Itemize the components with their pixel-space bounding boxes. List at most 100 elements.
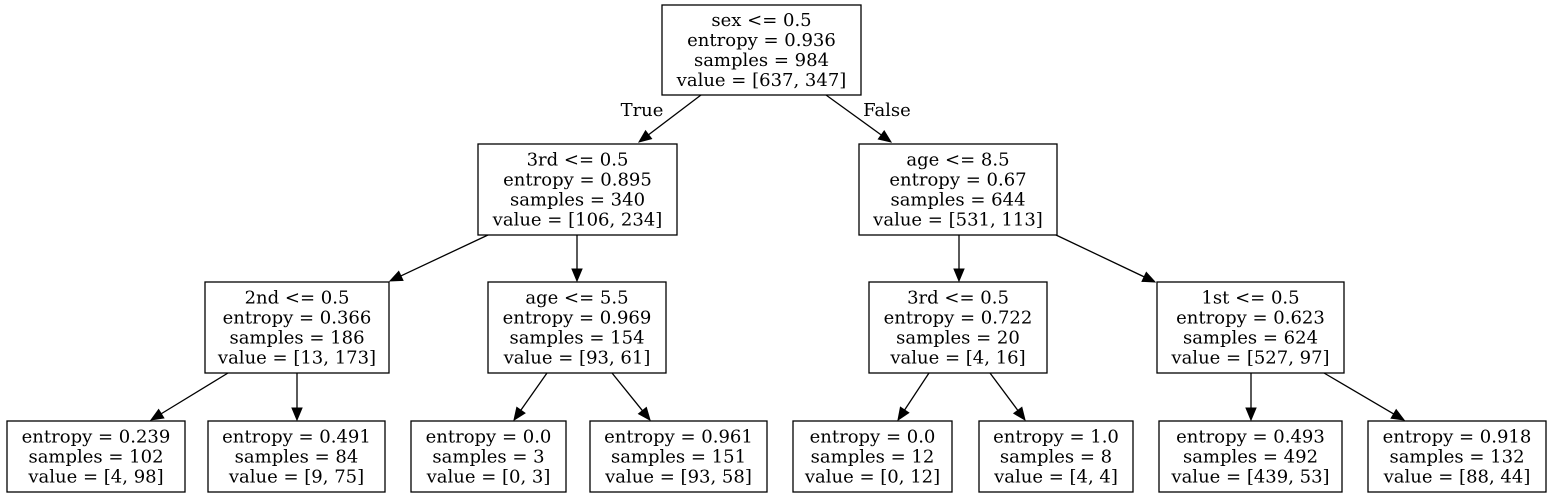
node-text-line: samples = 102 bbox=[28, 447, 163, 468]
node-box bbox=[1158, 420, 1343, 493]
node-text-line: samples = 151 bbox=[611, 447, 746, 468]
node-text-line: entropy = 0.67 bbox=[889, 170, 1026, 191]
node-text-line: samples = 984 bbox=[694, 50, 829, 71]
arrowhead bbox=[149, 408, 165, 421]
arrowhead bbox=[291, 407, 303, 422]
node-box bbox=[1367, 420, 1547, 493]
tree-edge-n4-l4 bbox=[611, 372, 651, 422]
node-text-line: samples = 644 bbox=[890, 190, 1025, 211]
edge-label: True bbox=[621, 100, 664, 121]
arrowhead bbox=[513, 406, 526, 422]
node-text-line: value = [106, 234] bbox=[492, 210, 663, 231]
tree-edge-n3-l2 bbox=[291, 373, 303, 422]
node-text-line: entropy = 0.969 bbox=[503, 308, 652, 329]
edge-line bbox=[1323, 372, 1394, 415]
edge-line bbox=[648, 94, 702, 136]
edge-line bbox=[989, 372, 1019, 411]
node-text-line: entropy = 0.0 bbox=[810, 427, 936, 448]
node-text-line: samples = 12 bbox=[811, 447, 935, 468]
edge-line bbox=[1055, 234, 1145, 278]
node-text-line: samples = 84 bbox=[235, 447, 359, 468]
node-text-line: age <= 8.5 bbox=[906, 150, 1009, 171]
arrowhead bbox=[388, 270, 404, 282]
node-text-line: 3rd <= 0.5 bbox=[907, 288, 1009, 309]
edge-label: False bbox=[863, 100, 911, 121]
node-text-line: samples = 3 bbox=[432, 447, 544, 468]
node-text-line: value = [0, 12] bbox=[804, 467, 940, 488]
node-text-line: entropy = 0.918 bbox=[1383, 427, 1532, 448]
arrowhead bbox=[1245, 407, 1257, 422]
tree-edge-n2-n5 bbox=[953, 235, 965, 283]
node-text-line: samples = 340 bbox=[510, 190, 645, 211]
node-text-line: 1st <= 0.5 bbox=[1201, 288, 1299, 309]
node-box bbox=[207, 420, 386, 493]
tree-edge-n2-n6 bbox=[1055, 234, 1157, 283]
node-text-line: value = [13, 173] bbox=[217, 348, 376, 369]
node-text-line: 3rd <= 0.5 bbox=[527, 150, 629, 171]
tree-edge-n5-l5 bbox=[897, 372, 930, 422]
tree-edge-n3-l1 bbox=[149, 372, 229, 421]
node-text-line: age <= 5.5 bbox=[525, 288, 628, 309]
node-box bbox=[978, 420, 1134, 493]
node-box bbox=[487, 281, 667, 374]
arrowhead bbox=[637, 129, 653, 143]
node-text-line: entropy = 0.0 bbox=[426, 427, 552, 448]
node-text-line: 2nd <= 0.5 bbox=[245, 288, 350, 309]
arrowhead bbox=[1012, 406, 1026, 422]
edge-line bbox=[825, 94, 882, 136]
node-text-line: value = [4, 4] bbox=[993, 467, 1118, 488]
node-text-line: entropy = 0.961 bbox=[604, 427, 753, 448]
node-text-line: samples = 154 bbox=[509, 328, 644, 349]
node-box bbox=[477, 143, 678, 236]
edge-line bbox=[611, 372, 643, 412]
tree-edge-root-n1: True bbox=[621, 94, 702, 143]
node-text-line: value = [531, 113] bbox=[872, 210, 1043, 231]
node-box bbox=[661, 4, 862, 96]
node-text-line: value = [93, 61] bbox=[503, 348, 651, 369]
tree-edge-n4-l3 bbox=[513, 372, 548, 422]
node-text-line: samples = 624 bbox=[1183, 328, 1318, 349]
node-box bbox=[792, 420, 953, 493]
arrowhead bbox=[1390, 408, 1406, 421]
tree-edge-n6-l8 bbox=[1323, 372, 1406, 421]
edge-line bbox=[400, 234, 489, 277]
node-text-line: entropy = 0.895 bbox=[503, 170, 652, 191]
tree-edge-n1-n4 bbox=[571, 235, 583, 283]
node-text-line: entropy = 0.493 bbox=[1176, 427, 1325, 448]
node-text-line: entropy = 0.936 bbox=[687, 30, 836, 51]
node-text-line: value = [439, 53] bbox=[1170, 467, 1329, 488]
node-text-line: entropy = 0.366 bbox=[223, 308, 372, 329]
node-text-line: entropy = 0.239 bbox=[22, 427, 171, 448]
node-text-line: value = [4, 16] bbox=[889, 348, 1025, 369]
node-text-line: sex <= 0.5 bbox=[711, 10, 811, 31]
node-box bbox=[858, 143, 1058, 236]
tree-edge-n6-l7 bbox=[1245, 373, 1257, 422]
arrowhead bbox=[1141, 271, 1157, 283]
node-box bbox=[410, 420, 567, 493]
tree-edge-n5-l6 bbox=[989, 372, 1026, 422]
node-text-line: value = [4, 98] bbox=[27, 467, 163, 488]
arrowhead bbox=[637, 406, 651, 422]
node-text-line: value = [0, 3] bbox=[426, 467, 551, 488]
node-box bbox=[1156, 281, 1345, 374]
node-box bbox=[589, 420, 768, 493]
tree-edge-root-n2: False bbox=[825, 94, 911, 143]
node-text-line: samples = 132 bbox=[1389, 447, 1524, 468]
node-text-line: entropy = 0.491 bbox=[222, 427, 371, 448]
node-text-line: entropy = 0.722 bbox=[884, 308, 1033, 329]
node-text-line: entropy = 0.623 bbox=[1176, 308, 1325, 329]
node-text-line: value = [527, 97] bbox=[1170, 348, 1329, 369]
edge-line bbox=[160, 372, 229, 415]
node-box bbox=[204, 281, 390, 374]
edge-line bbox=[904, 372, 930, 411]
